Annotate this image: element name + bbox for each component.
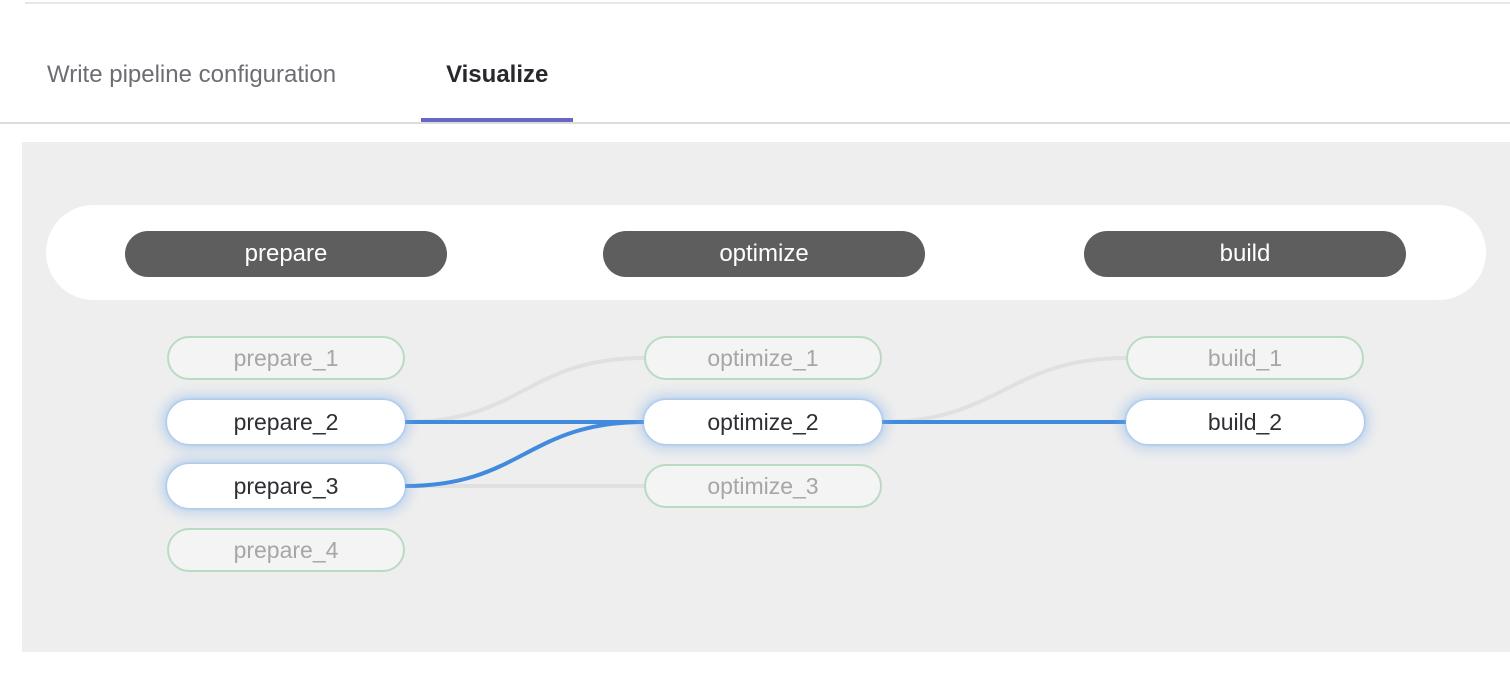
job-node-prepare_3[interactable]: prepare_3 xyxy=(167,464,405,508)
job-node-prepare_1[interactable]: prepare_1 xyxy=(167,336,405,380)
stage-pill-build: build xyxy=(1084,231,1406,277)
job-node-prepare_2[interactable]: prepare_2 xyxy=(167,400,405,444)
job-node-optimize_1[interactable]: optimize_1 xyxy=(644,336,882,380)
top-divider xyxy=(25,2,1510,4)
edge-optimize_2-build_1 xyxy=(880,356,1128,424)
job-node-optimize_2[interactable]: optimize_2 xyxy=(644,400,882,444)
edge-prepare_3-optimize_2 xyxy=(403,420,646,488)
edge-prepare_2-optimize_1 xyxy=(403,356,646,424)
stage-pill-optimize: optimize xyxy=(603,231,925,277)
stage-pill-prepare: prepare xyxy=(125,231,447,277)
job-node-optimize_3[interactable]: optimize_3 xyxy=(644,464,882,508)
pipeline-edges xyxy=(403,356,1128,488)
job-node-prepare_4[interactable]: prepare_4 xyxy=(167,528,405,572)
pipeline-editor-tabs: Write pipeline configuration Visualize xyxy=(0,4,1510,124)
tab-visualize[interactable]: Visualize xyxy=(421,4,574,122)
job-node-build_1[interactable]: build_1 xyxy=(1126,336,1364,380)
job-node-build_2[interactable]: build_2 xyxy=(1126,400,1364,444)
tab-write-pipeline-configuration[interactable]: Write pipeline configuration xyxy=(47,61,337,88)
pipeline-graph-panel: prepare optimize build prepare_1 prepare… xyxy=(22,142,1510,652)
